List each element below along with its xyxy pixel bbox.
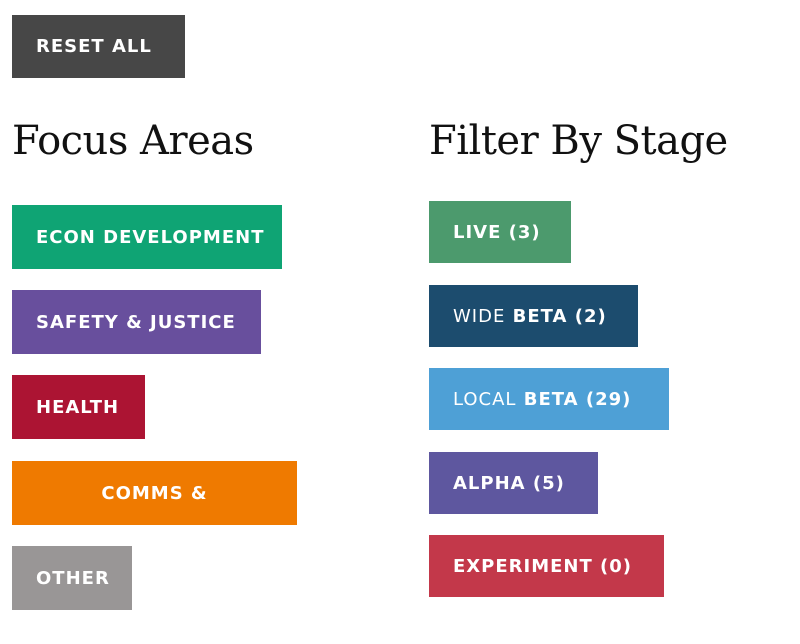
focus-areas-heading: Focus Areas [12, 118, 254, 164]
stage-experiment-button[interactable]: EXPERIMENT (0) [429, 535, 664, 597]
stage-experiment-label: EXPERIMENT (0) [453, 555, 633, 577]
stage-alpha-button[interactable]: ALPHA (5) [429, 452, 598, 514]
stage-live-button[interactable]: LIVE (3) [429, 201, 571, 263]
focus-other-button[interactable]: OTHER [12, 546, 132, 610]
stage-alpha-label: ALPHA (5) [453, 472, 565, 494]
focus-other-label: OTHER [36, 567, 110, 589]
focus-econ-development-label: ECON DEVELOPMENT [36, 226, 265, 248]
focus-safety-justice-label: SAFETY & JUSTICE [36, 311, 236, 333]
stage-wide-beta-label: BETA (2) [512, 305, 607, 327]
focus-health-button[interactable]: HEALTH [12, 375, 145, 439]
focus-safety-justice-button[interactable]: SAFETY & JUSTICE [12, 290, 261, 354]
reset-all-button[interactable]: RESET ALL [12, 15, 185, 78]
stage-local-beta-button[interactable]: LOCAL BETA (29) [429, 368, 669, 430]
stage-live-label: LIVE (3) [453, 221, 541, 243]
stage-local-beta-label: BETA (29) [523, 388, 632, 410]
focus-comms-button[interactable]: COMMS & [12, 461, 297, 525]
reset-all-label: RESET ALL [36, 36, 152, 57]
stage-wide-beta-button[interactable]: WIDE BETA (2) [429, 285, 638, 347]
focus-comms-label: COMMS & [101, 482, 208, 504]
filter-by-stage-heading: Filter By Stage [429, 118, 728, 164]
stage-wide-beta-prefix: WIDE [453, 305, 506, 327]
focus-health-label: HEALTH [36, 396, 120, 418]
stage-local-beta-prefix: LOCAL [453, 388, 517, 410]
focus-econ-development-button[interactable]: ECON DEVELOPMENT [12, 205, 282, 269]
